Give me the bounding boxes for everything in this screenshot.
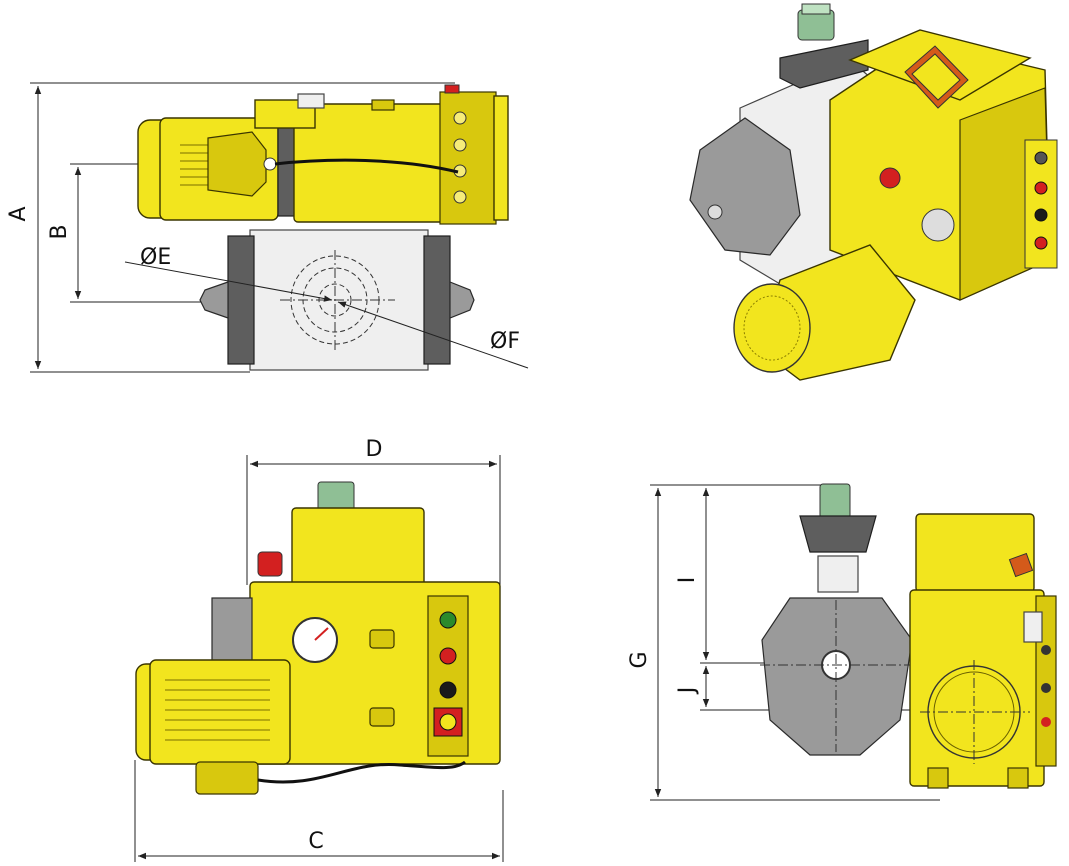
top-gearbox xyxy=(254,84,509,225)
side-view: G I J xyxy=(627,483,1057,801)
dimension-f-label: ØF xyxy=(490,329,520,354)
diameter-leaders: ØE ØF xyxy=(124,245,529,369)
top-view: A B xyxy=(6,82,529,373)
dimension-e-label: ØE xyxy=(140,245,171,270)
dimension-a: A xyxy=(6,82,455,373)
dimension-c-label: C xyxy=(308,829,323,854)
dimension-g-label: G xyxy=(627,651,652,668)
dimension-j-label: J xyxy=(675,687,700,696)
dimension-d: D xyxy=(246,437,501,590)
isometric-view xyxy=(689,3,1058,381)
top-motor xyxy=(137,117,279,221)
dimension-b-label: B xyxy=(47,224,72,239)
front-view: D C xyxy=(134,437,504,862)
dimension-c: C xyxy=(134,760,504,862)
dimension-a-label: A xyxy=(6,206,31,221)
dimension-i-label: I xyxy=(675,577,700,584)
dimension-g: G xyxy=(627,484,940,801)
dimension-d-label: D xyxy=(366,437,383,462)
top-valve xyxy=(199,229,475,371)
